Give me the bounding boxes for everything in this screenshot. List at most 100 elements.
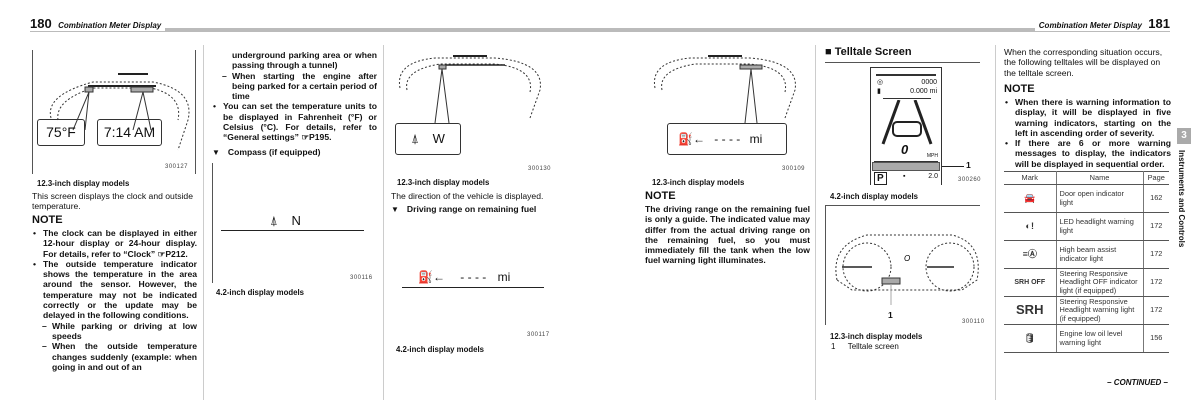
note-title: NOTE xyxy=(1004,83,1035,95)
cluster-4in-screen: ◎ 0000 ▮ 0.000 mi 0 MPH P ▪ 2.0 xyxy=(870,67,942,185)
telltale-name: High beam assist indicator light xyxy=(1056,240,1144,269)
figure-caption: 12.3-inch display models xyxy=(652,178,745,187)
range-unit: mi xyxy=(749,132,763,146)
chapter-label: Instruments and Controls xyxy=(1177,150,1186,248)
range-readout: ⛽← - - - - mi xyxy=(667,123,787,155)
continued-label: – CONTINUED – xyxy=(1107,378,1168,387)
telltale-page: 162 xyxy=(1143,184,1169,213)
fuel-pump-icon: ⛽ xyxy=(678,132,693,146)
engine-oil-icon: 🛢 xyxy=(1024,333,1036,344)
svg-text:O: O xyxy=(904,254,910,263)
clock-temp-figure xyxy=(49,73,190,151)
note-title: NOTE xyxy=(32,214,63,226)
status-icon: ▪ xyxy=(903,173,906,180)
right-info: 2.0 xyxy=(928,173,938,180)
range-12in-figure xyxy=(653,55,796,124)
fuel-gauge xyxy=(876,72,936,76)
figure-caption: 4.2-inch display models xyxy=(216,288,304,297)
temperature-readout: 75°F xyxy=(37,119,85,146)
column-divider xyxy=(815,45,816,400)
body-text: This screen displays the clock and outsi… xyxy=(32,191,193,212)
body-text: The direction of the vehicle is displaye… xyxy=(391,191,544,201)
fuel-pump-icon: ⛽ xyxy=(418,270,433,284)
page-number: 180 xyxy=(30,16,52,31)
compass-display: ⍋ N xyxy=(270,213,301,228)
figure-caption: 4.2-inch display models xyxy=(396,345,484,354)
speed-unit: MPH xyxy=(926,153,938,159)
telltale-name: LED headlight warning light xyxy=(1056,212,1144,241)
note-dash: When starting the engine after being par… xyxy=(212,71,377,102)
figure-caption: 12.3-inch display models xyxy=(830,332,923,341)
header-title: Combination Meter Display xyxy=(58,21,162,30)
door-open-icon: 🚘 xyxy=(1024,193,1036,204)
led-headlight-warning-icon: ◐! xyxy=(1025,221,1034,232)
compass-icon: ⍋ xyxy=(411,131,419,146)
column-header: Page xyxy=(1143,171,1169,185)
cluster-12in-figure: O xyxy=(835,234,979,305)
gear-indicator: P xyxy=(874,172,887,185)
telltale-page: 172 xyxy=(1143,212,1169,241)
figure-caption: 4.2-inch display models xyxy=(830,192,918,201)
telltale-page: 172 xyxy=(1143,268,1169,297)
range-dashes: - - - - xyxy=(714,132,741,146)
note-dash: While parking or driving at low speeds xyxy=(32,321,197,342)
odometer: 0000 xyxy=(921,79,937,86)
note-bullet: If there are 6 or more warning messages … xyxy=(1004,138,1171,169)
table-header-row: Mark Name Page xyxy=(1004,171,1169,185)
chapter-tab: 3 xyxy=(1177,128,1191,144)
figure-code: 300116 xyxy=(350,275,373,281)
figure-caption: 12.3-inch display models xyxy=(397,178,490,187)
car-road-icon xyxy=(881,100,933,145)
note-bullet: When there is warning information to dis… xyxy=(1004,97,1171,138)
callout-line xyxy=(942,166,964,167)
compass-direction: W xyxy=(432,131,445,146)
figure-frame xyxy=(212,163,213,283)
compass-12in-figure xyxy=(398,55,541,124)
note-dash-cont: underground parking area or when passing… xyxy=(212,50,377,71)
note-dash: When the outside temperature changes sud… xyxy=(32,341,197,372)
high-beam-assist-icon: ≡Ⓐ xyxy=(1022,249,1037,260)
figure-frame xyxy=(825,205,980,206)
telltale-page: 172 xyxy=(1143,296,1169,325)
callout-number: 1 xyxy=(966,160,971,170)
column-divider xyxy=(995,45,996,400)
subheading-compass: Compass (if equipped) xyxy=(212,147,321,158)
figure-code: 300109 xyxy=(782,166,806,172)
range-dashes: - - - - xyxy=(460,270,487,284)
srh-icon: SRH xyxy=(1004,296,1057,325)
column-header: Name xyxy=(1056,171,1144,185)
figure-frame xyxy=(825,62,980,63)
header-bar xyxy=(30,28,600,32)
figure-legend: 1 Telltale screen xyxy=(831,342,899,352)
left-header: 180 Combination Meter Display xyxy=(30,16,166,32)
display-line xyxy=(221,230,364,231)
note-continued: underground parking area or when passing… xyxy=(212,50,377,143)
telltale-page: 156 xyxy=(1143,324,1169,353)
trip-unit: mi xyxy=(929,88,937,95)
arrow-left-icon: ← xyxy=(692,132,705,146)
note-title: NOTE xyxy=(645,190,676,202)
figure-code: 300110 xyxy=(962,319,985,325)
header-bar xyxy=(600,28,1170,32)
square-bullet-icon: ■ xyxy=(825,46,832,58)
fuel-icon: ▮ xyxy=(877,88,881,95)
figure-code: 300117 xyxy=(527,332,550,338)
odometer-icon: ◎ xyxy=(877,79,884,86)
telltale-name: Steering Responsive Headlight warning li… xyxy=(1056,296,1144,325)
column-header: Mark xyxy=(1004,171,1057,185)
figure-frame xyxy=(32,50,33,174)
compass-direction: N xyxy=(291,213,301,228)
callout-number: 1 xyxy=(888,310,893,320)
telltale-page: 172 xyxy=(1143,240,1169,269)
range-display: ⛽← - - - - mi xyxy=(418,270,510,284)
figure-code: 300127 xyxy=(165,164,189,170)
right-header: Combination Meter Display 181 xyxy=(1034,17,1170,32)
figure-code: 300130 xyxy=(528,166,552,172)
figure-caption: 12.3-inch display models xyxy=(37,179,130,188)
figure-frame xyxy=(825,205,826,325)
